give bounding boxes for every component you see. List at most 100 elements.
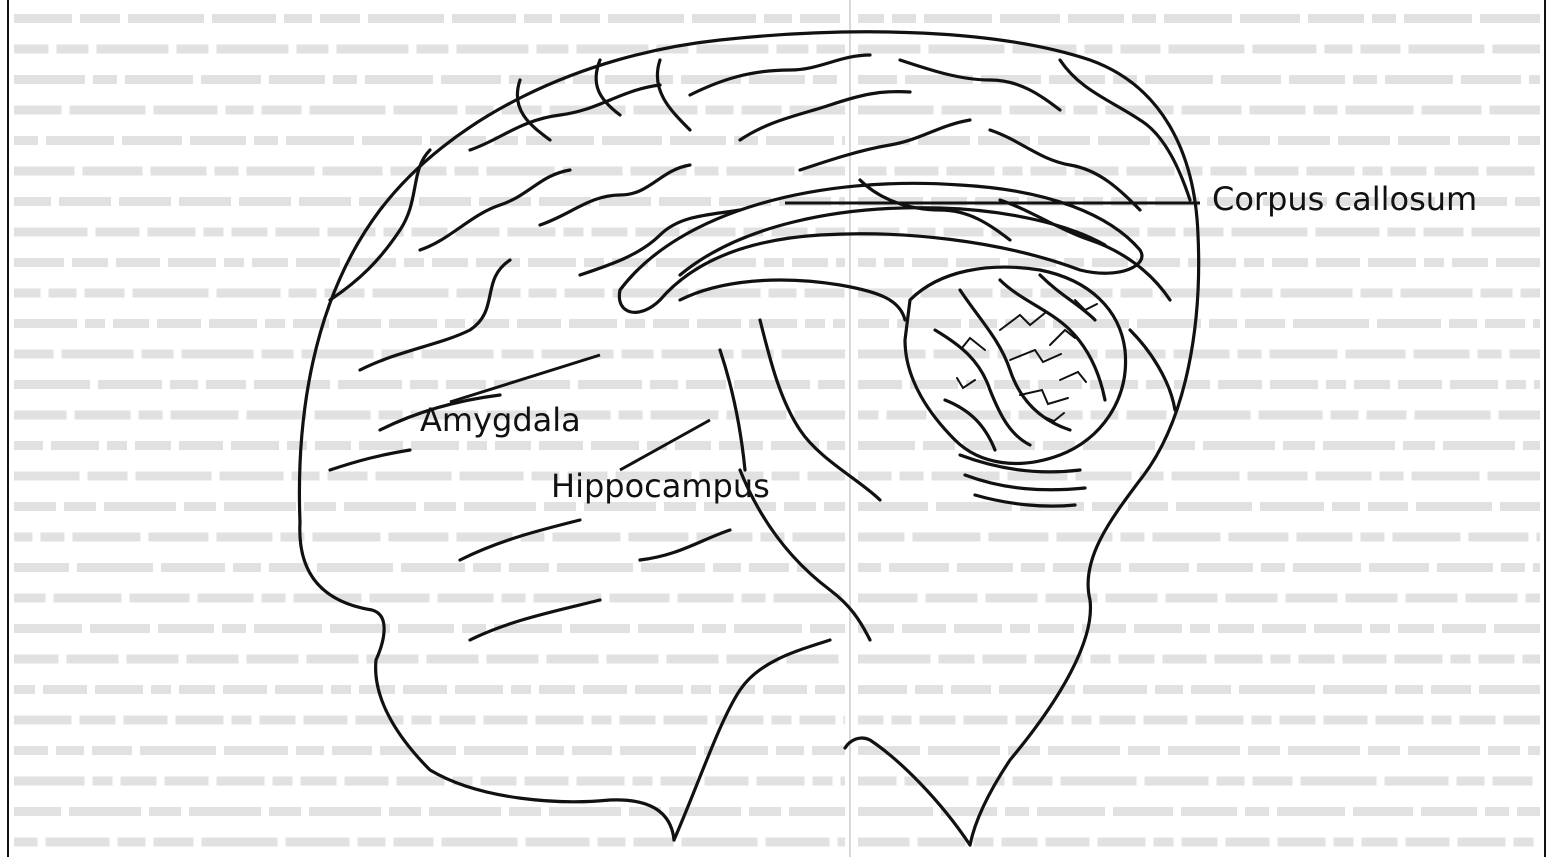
bleed-word <box>445 319 465 328</box>
bleed-word <box>455 167 479 176</box>
bleed-word <box>148 228 196 237</box>
bleed-word <box>1415 411 1491 420</box>
bleed-word <box>1211 167 1247 176</box>
bleed-word <box>1403 441 1435 450</box>
bleed-word <box>800 14 840 23</box>
bleed-word <box>495 441 531 450</box>
bleed-word <box>889 563 949 572</box>
bleed-word <box>675 441 711 450</box>
bleed-word <box>1259 411 1323 420</box>
bleed-word <box>620 716 656 725</box>
bleed-word <box>467 441 487 450</box>
bleed-word <box>1272 258 1308 267</box>
bleed-word <box>275 685 323 694</box>
bleed-word <box>502 350 534 359</box>
bleed-word <box>1038 380 1082 389</box>
bleed-word <box>858 777 897 786</box>
bleed-word <box>1368 746 1400 755</box>
bleed-word <box>14 563 69 572</box>
bleed-word <box>202 838 278 847</box>
bleed-word <box>858 533 905 542</box>
bleed-word <box>429 807 501 816</box>
bleed-word <box>1442 624 1486 633</box>
bleed-word <box>536 746 564 755</box>
bleed-word <box>1377 319 1441 328</box>
bleed-word <box>599 197 651 206</box>
bleed-word <box>1361 289 1393 298</box>
bleed-word <box>1010 624 1030 633</box>
bleed-word <box>669 807 741 816</box>
bleed-word <box>168 258 216 267</box>
bleed-word <box>14 655 59 664</box>
bleed-word <box>939 655 975 664</box>
bleed-word <box>1262 624 1306 633</box>
bleed-word <box>777 45 809 54</box>
bleed-word <box>1121 45 1161 54</box>
bleed-word <box>1166 594 1218 603</box>
bleed-word <box>1270 380 1318 389</box>
bleed-word <box>1424 258 1444 267</box>
bleed-word <box>1529 75 1540 84</box>
bleed-word <box>462 624 486 633</box>
bleed-word <box>1221 75 1281 84</box>
bleed-word <box>772 472 800 481</box>
bleed-word <box>14 228 88 237</box>
bleed-word <box>1119 655 1155 664</box>
bleed-word <box>1158 136 1210 145</box>
bleed-word <box>1148 228 1176 237</box>
bleed-word <box>73 533 141 542</box>
bleed-word <box>525 777 569 786</box>
bleed-word <box>14 807 61 816</box>
bleed-word <box>1361 45 1401 54</box>
bleed-word <box>1091 655 1111 664</box>
bleed-word <box>858 319 889 328</box>
bleed-word <box>1346 350 1406 359</box>
bleed-word <box>328 472 368 481</box>
bleed-word <box>1391 167 1427 176</box>
bleed-word <box>1421 807 1477 816</box>
bleed-word <box>1041 289 1113 298</box>
bleed-through-background <box>14 14 1540 847</box>
bleed-word <box>636 228 680 237</box>
bleed-word <box>598 838 626 847</box>
bleed-word <box>887 411 927 420</box>
bleed-word <box>206 380 246 389</box>
bleed-word <box>14 716 72 725</box>
bleed-word <box>1406 594 1458 603</box>
bleed-word <box>1261 563 1285 572</box>
bleed-word <box>764 258 784 267</box>
bleed-word <box>858 411 879 420</box>
bleed-word <box>1299 655 1335 664</box>
bleed-word <box>833 319 845 328</box>
bleed-word <box>338 380 402 389</box>
bleed-word <box>254 380 330 389</box>
bleed-word <box>1196 716 1244 725</box>
bleed-word <box>1000 14 1060 23</box>
bleed-word <box>1451 655 1471 664</box>
bleed-word <box>619 411 643 420</box>
bleed-word <box>1134 624 1182 633</box>
bleed-word <box>404 258 424 267</box>
bleed-word <box>542 350 614 359</box>
bleed-word <box>1479 655 1515 664</box>
bleed-word <box>1113 807 1173 816</box>
bleed-word <box>784 502 816 511</box>
bleed-word <box>46 838 110 847</box>
bleed-word <box>370 594 430 603</box>
bleed-word <box>1038 136 1090 145</box>
bleed-word <box>934 350 990 359</box>
bleed-word <box>1478 350 1502 359</box>
bleed-word <box>1293 319 1369 328</box>
bleed-word <box>1414 350 1470 359</box>
bleed-word <box>1076 472 1132 481</box>
bleed-word <box>43 685 87 694</box>
bleed-word <box>113 319 149 328</box>
bleed-word <box>273 777 293 786</box>
bleed-word <box>1278 838 1326 847</box>
bleed-word <box>481 777 517 786</box>
bleed-word <box>653 319 689 328</box>
bleed-word <box>440 716 476 725</box>
bleed-word <box>151 685 171 694</box>
bleed-word <box>46 136 114 145</box>
bleed-word <box>457 45 529 54</box>
